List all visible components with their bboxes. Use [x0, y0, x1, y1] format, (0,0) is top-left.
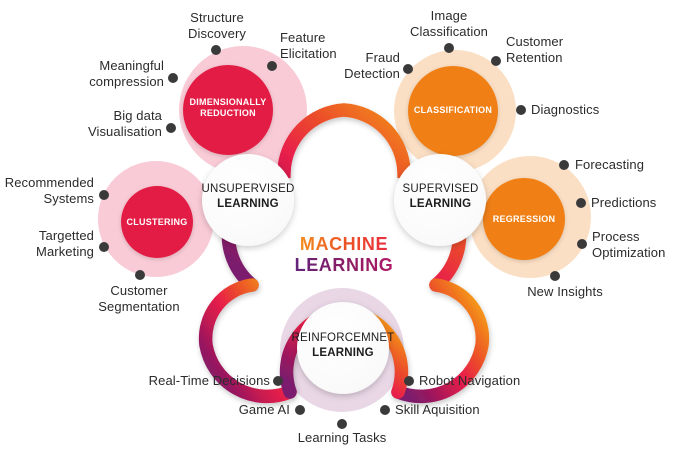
dot-feature-elicitation — [267, 61, 277, 71]
leaf-recommended-systems: Recommended Systems — [4, 175, 94, 206]
leaf-forecasting: Forecasting — [575, 157, 645, 172]
leaf-diagnostics: Diagnostics — [531, 102, 600, 117]
dot-real-time-decisions — [273, 376, 283, 386]
hub-reinforcement-line1: REINFORCEMNET — [291, 332, 395, 344]
dot-image-classification — [444, 43, 454, 53]
hub-circle-reinforcement — [297, 302, 389, 394]
leaf-customer-segmentation: Customer Segmentation — [98, 283, 180, 314]
pill-dimensionality-line1: DIMENSIONALLY — [189, 97, 267, 107]
leaf-game-ai: Game AI — [238, 402, 290, 417]
pill-clustering-line1: CLUSTERING — [126, 217, 188, 227]
dot-learning-tasks — [337, 419, 347, 429]
pill-dimensionality-line2: REDUCTION — [200, 108, 256, 118]
leaf-predictions: Predictions — [591, 195, 657, 210]
circle-regression — [483, 178, 565, 260]
pill-label-classification: CLASSIFICATION — [398, 105, 508, 116]
dot-game-ai — [295, 405, 305, 415]
pill-label-dimensionality: DIMENSIONALLY REDUCTION — [173, 97, 283, 119]
leaf-structure-discovery: Structure Discovery — [188, 10, 246, 41]
hub-reinforcement-line2: LEARNING — [312, 346, 374, 359]
pill-label-clustering: CLUSTERING — [112, 217, 202, 228]
dot-process-optimization — [577, 239, 587, 249]
dot-predictions — [576, 198, 586, 208]
leaf-real-time-decisions: Real-Time Decisions — [148, 373, 270, 388]
connector-dots — [99, 43, 587, 429]
hub-circle-supervised — [394, 154, 486, 246]
leaf-robot-navigation: Robot Navigation — [419, 373, 521, 388]
dot-customer-segmentation — [135, 270, 145, 280]
leaf-big-data-visualisation: Big data Visualisation — [87, 108, 162, 139]
title-line-learning: LEARNING — [284, 255, 404, 276]
leaf-targetted-marketing: Targetted Marketing — [36, 228, 94, 259]
leaf-meaningful-compression: Meaningful compression — [89, 58, 164, 89]
leaf-feature-elicitation: Feature Elicitation — [280, 30, 337, 61]
title-line-machine: MACHINE — [284, 234, 404, 255]
pill-label-regression: REGRESSION — [479, 214, 569, 225]
ribbon-lobe-left — [198, 278, 297, 404]
circle-classification — [408, 66, 498, 156]
leaf-new-insights: New Insights — [527, 284, 603, 299]
dot-diagnostics — [516, 105, 526, 115]
category-circles — [121, 65, 565, 260]
dot-targetted-marketing — [99, 242, 109, 252]
dot-customer-retention — [491, 56, 501, 66]
dot-skill-aquisition — [380, 405, 390, 415]
hub-circles — [202, 154, 486, 394]
hub-supervised-line1: SUPERVISED — [402, 183, 479, 195]
dot-structure-discovery — [211, 45, 221, 55]
dot-meaningful-compression — [168, 73, 178, 83]
leaf-customer-retention: Customer Retention — [506, 34, 564, 65]
pill-regression-line1: REGRESSION — [492, 214, 556, 224]
dot-robot-navigation — [404, 376, 414, 386]
hub-unsupervised-line2: LEARNING — [217, 197, 279, 210]
dot-new-insights — [550, 271, 560, 281]
hub-supervised-line2: LEARNING — [409, 197, 472, 210]
leaf-skill-aquisition: Skill Aquisition — [395, 402, 480, 417]
hub-label-unsupervised: UNSUPERVISED LEARNING — [188, 182, 308, 211]
hub-unsupervised-line1: UNSUPERVISED — [201, 183, 295, 195]
hub-label-supervised: SUPERVISED LEARNING — [383, 182, 498, 211]
dot-recommended-systems — [99, 190, 109, 200]
dot-fraud-detection — [403, 64, 413, 74]
page-title: MACHINE LEARNING — [284, 234, 404, 276]
leaf-image-classification: Image Classification — [410, 8, 488, 39]
pill-classification-line1: CLASSIFICATION — [413, 105, 493, 115]
leaf-process-optimization: Process Optimization — [592, 229, 666, 260]
dot-big-data-visualisation — [166, 123, 176, 133]
hub-label-reinforcement: REINFORCEMNET LEARNING — [281, 331, 405, 360]
hub-circle-unsupervised — [202, 154, 294, 246]
ribbon-lobe-right — [391, 278, 490, 404]
leaf-learning-tasks: Learning Tasks — [297, 430, 387, 445]
circle-dimensionality — [183, 65, 273, 155]
dot-forecasting — [559, 160, 569, 170]
circle-clustering — [121, 186, 193, 258]
leaf-fraud-detection: Fraud Detection — [344, 50, 400, 81]
